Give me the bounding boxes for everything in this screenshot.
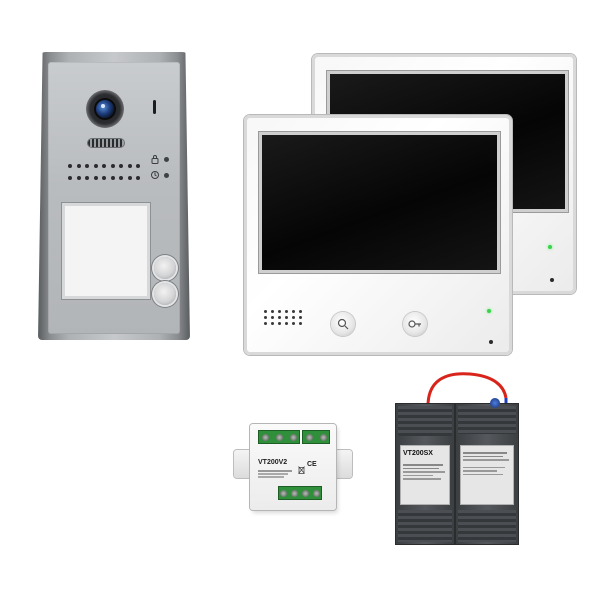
call-button-1[interactable] <box>154 257 176 279</box>
sensor-dot-back <box>550 278 554 282</box>
module-fine-print <box>258 469 298 479</box>
recycle-bin-icon <box>298 461 305 474</box>
lens-glint <box>101 104 105 108</box>
sensor-dot-front <box>489 340 493 344</box>
door-icon <box>150 170 160 180</box>
camera-lens <box>96 100 114 118</box>
intercom-icon[interactable] <box>331 312 355 336</box>
monitor-screen-front <box>259 132 500 273</box>
monitor-speaker-grill <box>264 310 303 325</box>
door-speaker-grill <box>88 139 124 147</box>
lock-status-led <box>164 157 169 162</box>
left-unit-bottom-ribs <box>398 510 452 542</box>
power-supply-model-label: VT200SX <box>403 450 433 457</box>
terminal-block-top-left <box>258 430 300 444</box>
right-unit-fine-print <box>463 450 511 477</box>
left-unit-fine-print <box>403 462 447 482</box>
key-icon[interactable] <box>403 312 427 336</box>
ce-mark: CE <box>307 461 317 468</box>
terminal-screw-blue <box>490 398 500 408</box>
right-unit-bottom-ribs <box>458 510 516 542</box>
door-status-led <box>164 173 169 178</box>
name-plate <box>62 203 150 299</box>
module-model-label: VT200V2 <box>258 459 288 466</box>
lock-icon <box>150 154 160 164</box>
terminal-block-bottom <box>278 486 322 500</box>
microphone-slot <box>153 100 156 114</box>
terminal-block-top-right <box>302 430 330 444</box>
speaker-dots-row-1 <box>68 164 140 168</box>
call-button-2[interactable] <box>154 283 176 305</box>
speaker-dots-row-2 <box>68 176 140 180</box>
power-cable <box>426 372 508 407</box>
right-unit-top-ribs <box>458 406 516 434</box>
left-unit-top-ribs <box>398 406 452 436</box>
status-led-green-front <box>487 309 491 313</box>
right-unit-label-panel <box>460 445 514 505</box>
status-led-green-back <box>548 245 552 249</box>
